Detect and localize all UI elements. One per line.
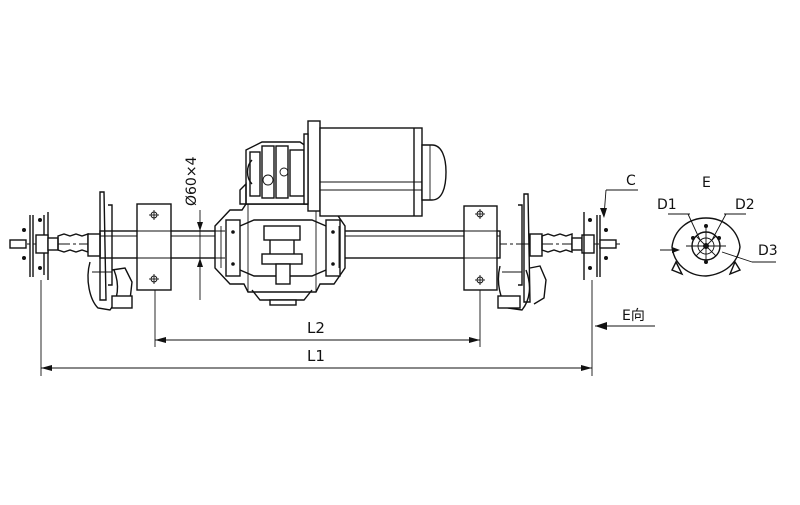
right-wheel-hub [529, 212, 617, 280]
dimension-l1-label: L1 [307, 347, 325, 365]
tube-diameter-label: Ø60×4 [184, 156, 200, 206]
view-e-direction: E向 [595, 308, 655, 330]
label-d1: D1 [657, 197, 677, 213]
right-spring-clamp [463, 205, 498, 291]
view-e-detail: E D1 D2 D3 [657, 175, 778, 277]
label-e-direction: E向 [622, 308, 645, 324]
label-d2: D2 [735, 197, 755, 213]
dimension-l2-label: L2 [307, 319, 325, 337]
label-c: C [626, 173, 636, 189]
label-d3: D3 [758, 243, 778, 259]
label-e: E [702, 175, 711, 191]
gearbox-cover [239, 141, 313, 205]
tube-diameter-dimension: Ø60×4 [184, 156, 225, 300]
left-wheel-hub [9, 212, 101, 280]
right-brake-assembly [497, 193, 547, 311]
left-spring-clamp [136, 203, 172, 291]
electric-motor [303, 120, 447, 217]
left-brake-assembly [87, 191, 133, 311]
differential-housing [214, 203, 346, 306]
view-c-marker: C [600, 173, 638, 218]
dimension-l2: L2 [154, 290, 481, 347]
dimension-l1: L1 [40, 280, 593, 376]
